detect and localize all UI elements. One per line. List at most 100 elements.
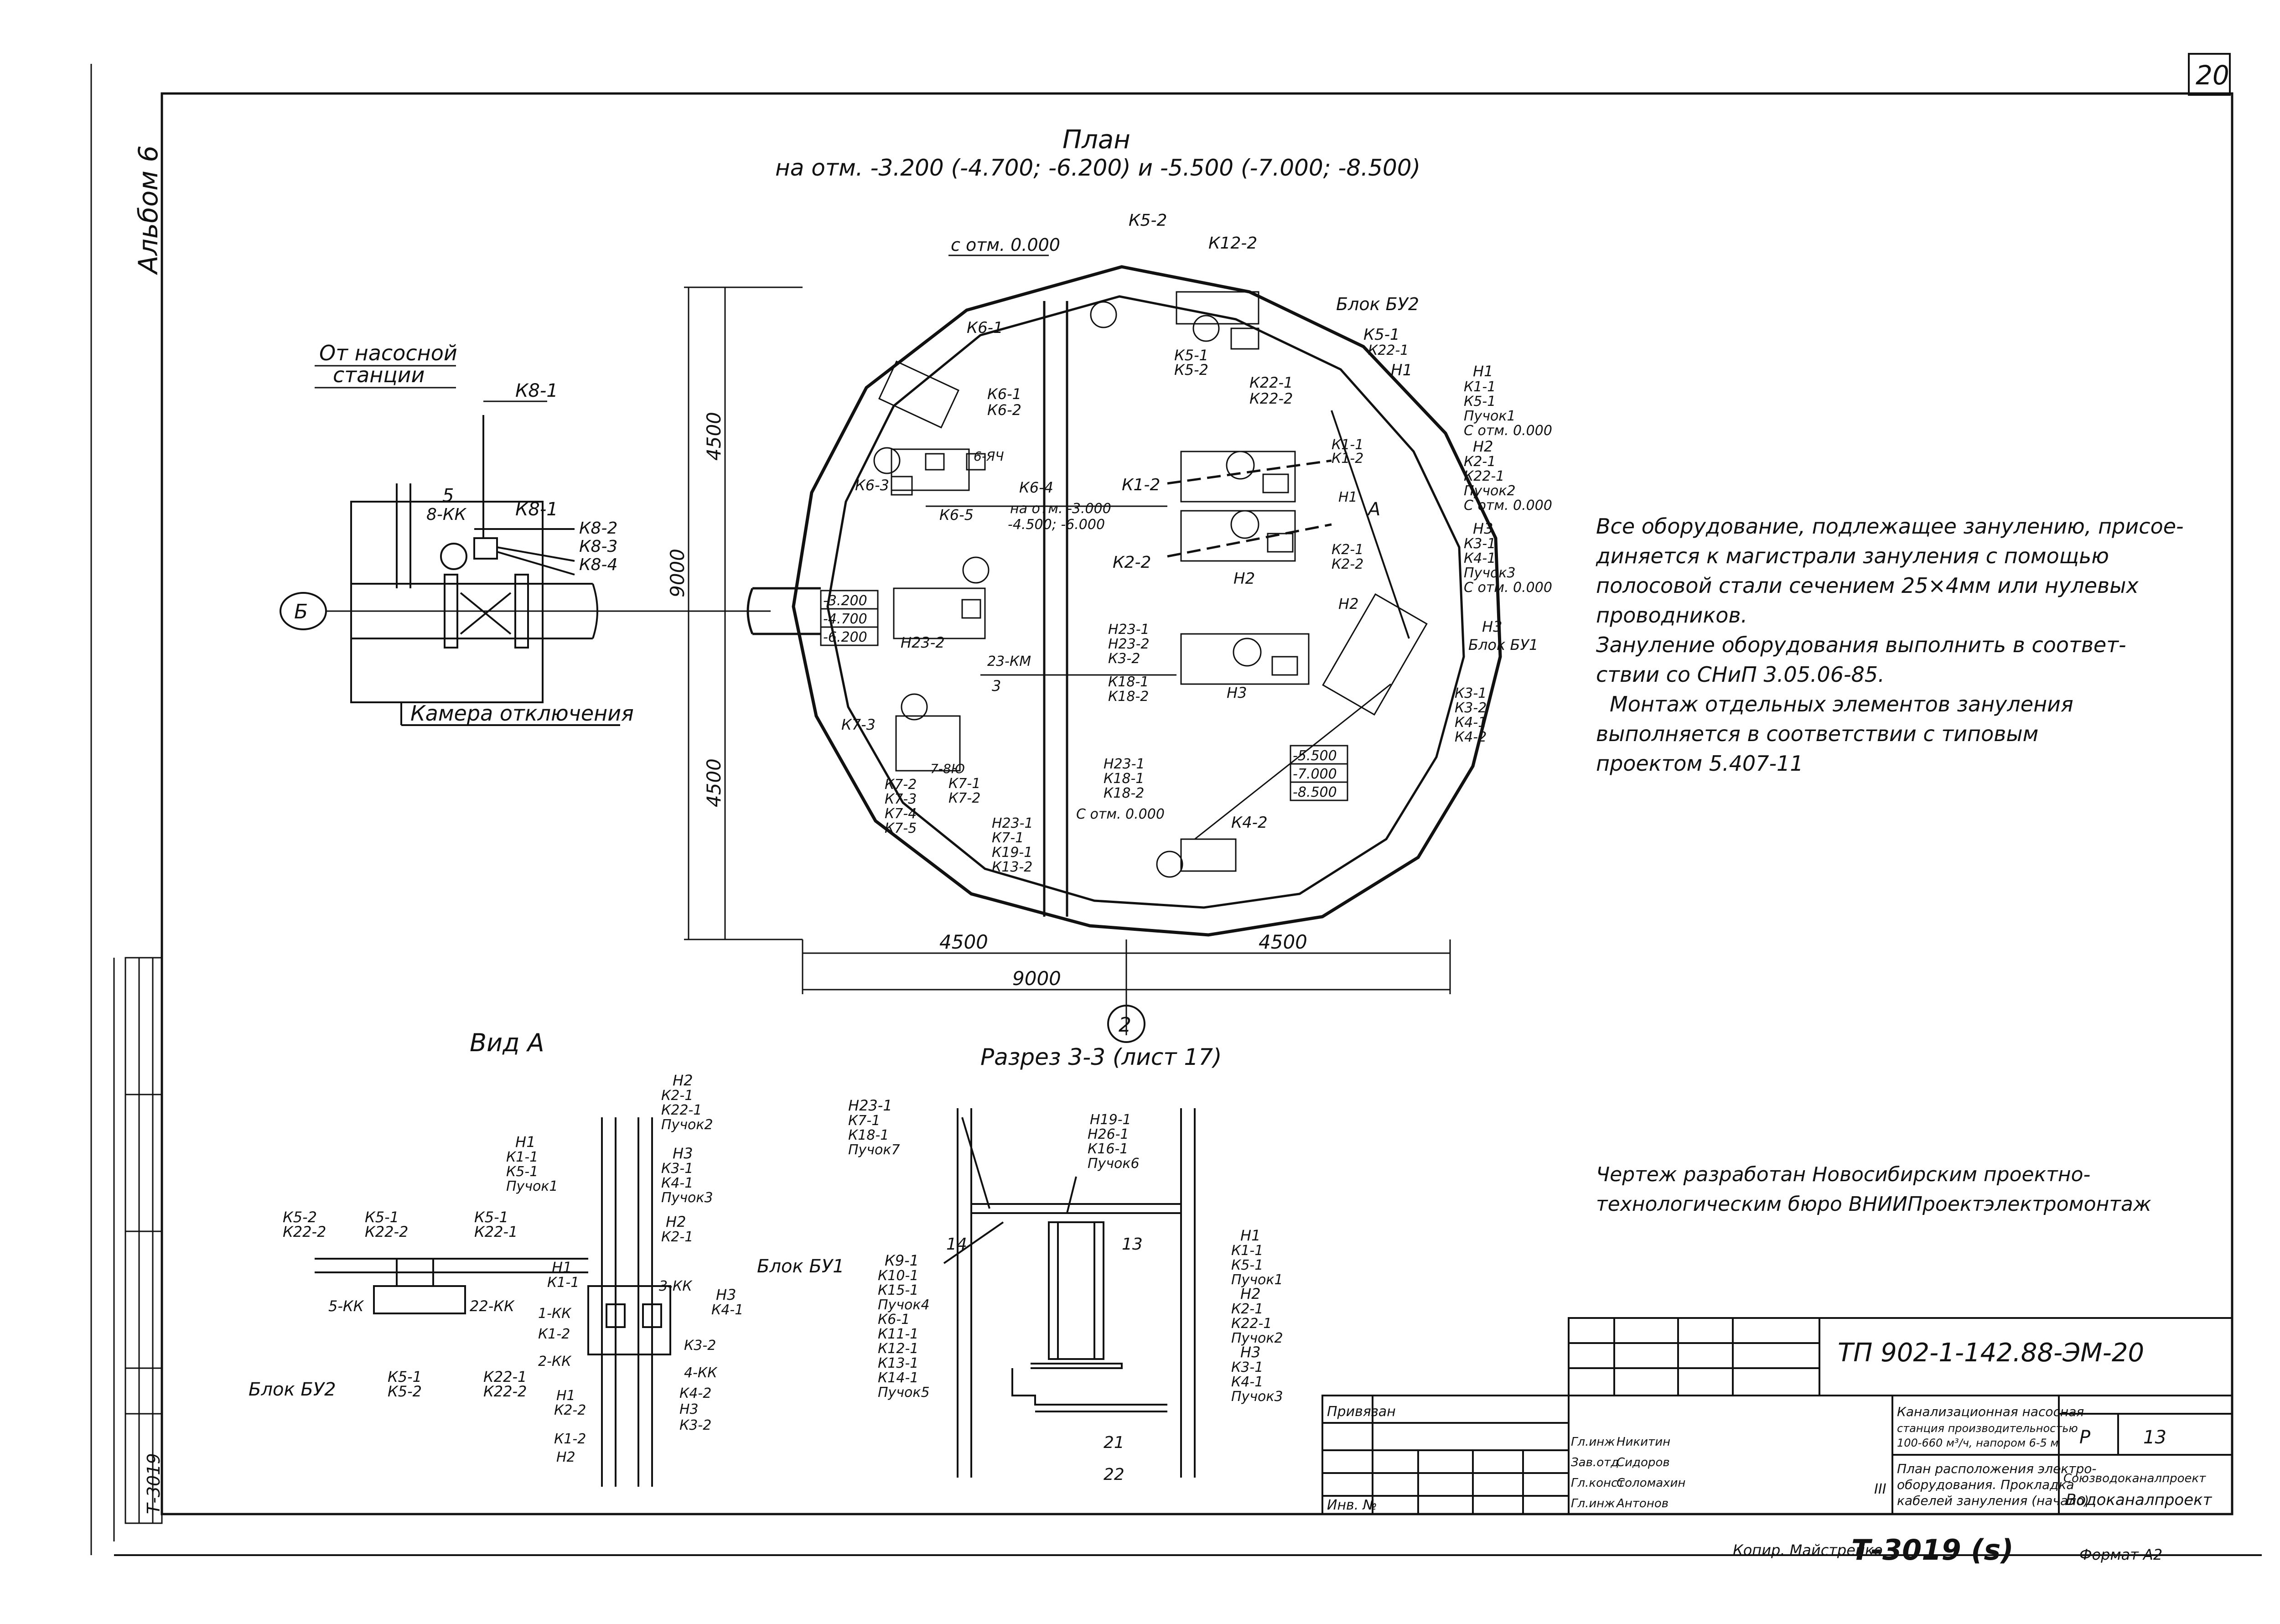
lbl-block-bu1: Блок БУ1 (1468, 636, 1538, 654)
sec-gt-0: Н19-1 (1090, 1112, 1131, 1128)
album-label: Альбом 6 (133, 145, 164, 275)
va-g2-1: К22-2 (365, 1223, 408, 1240)
lbl-7-8u: 7-8Ю (930, 761, 965, 776)
sec-gl-0: К9-1 (885, 1252, 919, 1269)
lbl-k8-1-b: К8-1 (515, 499, 558, 520)
lbl-k7-3: К7-3 (841, 716, 876, 733)
sec-glt-2: К18-1 (848, 1127, 889, 1143)
tb-name-desc-0: Канализационная насосная (1897, 1404, 2084, 1419)
developer-block: Чертеж разработан Новосибирским проектно… (1596, 1163, 2151, 1216)
va-g13-3: Н3 (679, 1401, 699, 1417)
sec-gl-8: К14-1 (878, 1370, 918, 1386)
equipment (873, 291, 1428, 878)
lbl-k5-2: К5-2 (1129, 211, 1167, 230)
lbl-k6-1-b: К6-1 (987, 385, 1021, 403)
developer-line-1: Чертеж разработан Новосибирским проектно… (1596, 1163, 2090, 1186)
note-line-4: проводников. (1596, 603, 1747, 628)
va-g10-1: К5-2 (388, 1383, 422, 1400)
sec-gr-10: К4-1 (1231, 1374, 1263, 1390)
lbl-8kk: 8-КК (426, 505, 466, 524)
sec-gl-9: Пучок5 (878, 1385, 930, 1401)
lbl-k5-1-c: К5-1 (1464, 394, 1496, 410)
note-line-2: диняется к магистрали зануления с помощь… (1596, 544, 2109, 568)
lbl-k22-2: К22-2 (1249, 390, 1293, 407)
va-g8-0: Н1 (552, 1259, 572, 1276)
sec-glt-1: К7-1 (848, 1113, 880, 1129)
va-g11-1: К22-2 (483, 1383, 527, 1400)
lbl-k1-2-b: К1-2 (1122, 476, 1160, 494)
lbl-k12-2: К12-2 (1208, 234, 1257, 253)
lbl-puchok3: Пучок3 (1464, 565, 1516, 581)
tb-copied: Копир. Майстренко (1733, 1541, 1883, 1559)
lbl-k2-2: К2-2 (1113, 553, 1151, 572)
lbl-k2-1: К2-1 (1464, 454, 1496, 470)
sec-gl-2: К15-1 (878, 1282, 918, 1298)
sec-gl-7: К13-1 (878, 1355, 918, 1371)
va-k1-2: К1-2 (538, 1326, 570, 1342)
sec-gr-4: Н2 (1240, 1285, 1260, 1302)
note-line-7: Монтаж отдельных элементов зануления (1610, 692, 2073, 716)
tb-stage: Р (2079, 1427, 2091, 1448)
note-line-9: проектом 5.407-11 (1596, 751, 1803, 776)
lbl-k7-1: К7-1 (948, 776, 980, 792)
va-g6-1: К3-1 (661, 1161, 693, 1177)
va-g7-1: К2-1 (661, 1229, 693, 1245)
va-g13-2: К4-2 (679, 1385, 711, 1401)
lbl-stair-elev-1: на отм. -3.000 (1010, 501, 1111, 517)
from-station-2: станции (333, 363, 425, 387)
lbl-k4-1: К4-1 (1464, 550, 1496, 566)
lbl-e3: 3 (992, 677, 1001, 695)
view-a-title: Вид А (470, 1028, 544, 1057)
va-kk2: 2-КК (538, 1354, 572, 1370)
lbl-point-a: А (1367, 499, 1380, 520)
lbl-k22-1-b: К22-1 (1368, 342, 1409, 358)
view-a-drawing (315, 1117, 671, 1487)
tb-name-0: Никитин (1617, 1435, 1670, 1449)
va-g13-1: 4-КК (684, 1365, 718, 1381)
dim-h-9000: 9000 (666, 549, 689, 597)
sec-gl-6: К12-1 (878, 1341, 918, 1357)
lbl-k18-2-b: К18-2 (1104, 785, 1144, 801)
lbl-h3-b: Н3 (1482, 618, 1502, 635)
elev-left-2: -4.700 (823, 611, 867, 627)
shutoff-chamber (350, 415, 620, 726)
lbl-k6-4: К6-4 (1019, 479, 1053, 496)
sec-pos-13: 13 (1122, 1235, 1143, 1254)
lbl-k7-2: К7-2 (885, 777, 917, 793)
lbl-k7-2-b: К7-2 (948, 790, 980, 806)
well-outline (746, 265, 1502, 937)
dim-h-4500-b: 4500 (703, 758, 725, 807)
lbl-k6-5: К6-5 (939, 506, 974, 524)
lbl-h23-1-b: Н23-1 (1104, 756, 1145, 772)
plan-subtitle: на отм. -3.200 (-4.700; -6.200) и -5.500… (775, 155, 1420, 181)
sec-gr-0: Н1 (1240, 1227, 1260, 1244)
lbl-k8-2: К8-2 (579, 519, 617, 538)
lbl-k18-1: К18-1 (1108, 674, 1149, 690)
sec-gr-11: Пучок3 (1231, 1389, 1283, 1405)
tb-role-2: Гл.конст (1571, 1476, 1625, 1490)
plan-title: План (1062, 125, 1130, 155)
sec-glt-3: Пучок7 (848, 1142, 900, 1158)
sec-gt-1: Н26-1 (1088, 1126, 1129, 1142)
sec-gl-1: К10-1 (878, 1268, 918, 1284)
sec-gl-3: Пучок4 (878, 1297, 930, 1313)
va-g7-0: Н2 (666, 1213, 686, 1230)
lbl-k2-2-b: К2-2 (1332, 556, 1363, 572)
lbl-block-bu2: Блок БУ2 (1336, 294, 1419, 314)
dim-h-4500-a: 4500 (703, 412, 725, 461)
lbl-h2-b: Н2 (1233, 570, 1255, 588)
va-g3-1: К22-1 (474, 1223, 518, 1240)
lbl-h23-2: Н23-2 (1108, 636, 1150, 652)
lbl-puchok2: Пучок2 (1464, 483, 1516, 499)
lbl-k3-1-b: К3-1 (1455, 685, 1487, 701)
va-g13-4: К3-2 (679, 1417, 711, 1433)
sec-pos-21: 21 (1104, 1433, 1124, 1452)
va-g11-0: К22-1 (483, 1368, 527, 1385)
tb-code: ТП 902-1-142.88-ЭМ-20 (1838, 1338, 2144, 1368)
section-groups: Н23-1 К7-1 К18-1 Пучок7 Н19-1 Н26-1 К16-… (848, 1097, 1283, 1484)
tb-name-3: Антонов (1616, 1497, 1669, 1510)
va-g3-0: К5-1 (474, 1209, 508, 1226)
sec-gl-5: К11-1 (878, 1326, 918, 1342)
lbl-k1-1-b: К1-1 (1332, 437, 1363, 453)
axis-b-label: Б (294, 600, 308, 623)
